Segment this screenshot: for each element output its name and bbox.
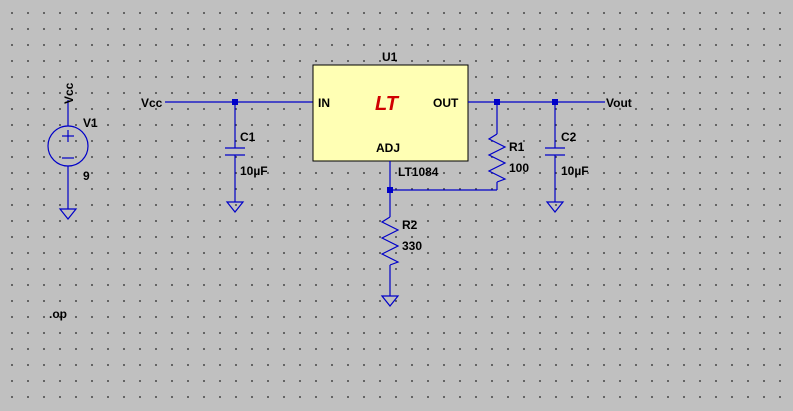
r1-value-label: 100 xyxy=(509,161,529,175)
regulator-part-label: LT1084 xyxy=(398,165,439,179)
v1-value-label: 9 xyxy=(83,169,90,183)
capacitor-c2[interactable] xyxy=(545,102,565,202)
resistor-r2[interactable] xyxy=(380,216,400,296)
v1-name-label: V1 xyxy=(83,116,98,130)
lt-logo-icon: LT xyxy=(375,93,400,115)
ground-icon-c1 xyxy=(225,201,245,213)
pin-label-adj: ADJ xyxy=(376,141,400,155)
resistor-r1[interactable] xyxy=(487,102,507,190)
r1-name-label: R1 xyxy=(509,140,525,154)
ground-icon-v1 xyxy=(58,208,78,220)
vout-net-label: Vout xyxy=(606,96,632,110)
ground-icon-c2 xyxy=(545,201,565,213)
r2-value-label: 330 xyxy=(402,239,422,253)
regulator-body xyxy=(312,64,469,162)
vcc-net-label-v1: Vcc xyxy=(62,82,76,104)
r1-zigzag xyxy=(487,133,507,183)
spice-directive[interactable]: .op xyxy=(49,307,67,321)
regulator-ref-label: U1 xyxy=(382,50,398,64)
regulator-u1[interactable]: LT IN OUT ADJ xyxy=(312,64,469,162)
c2-name-label: C2 xyxy=(561,130,577,144)
junction-dot-adj xyxy=(387,187,393,193)
c1-value-label: 10µF xyxy=(240,164,268,178)
vcc-net-label-input: Vcc xyxy=(141,96,163,110)
c1-name-label: C1 xyxy=(240,130,256,144)
voltage-source-v1[interactable] xyxy=(47,100,89,209)
pin-label-out: OUT xyxy=(433,96,459,110)
capacitor-c1[interactable] xyxy=(225,102,245,202)
ground-icon-r2 xyxy=(380,295,400,307)
r2-zigzag xyxy=(380,216,400,266)
pin-label-in: IN xyxy=(318,96,330,110)
c2-value-label: 10µF xyxy=(561,164,589,178)
r2-name-label: R2 xyxy=(402,218,418,232)
